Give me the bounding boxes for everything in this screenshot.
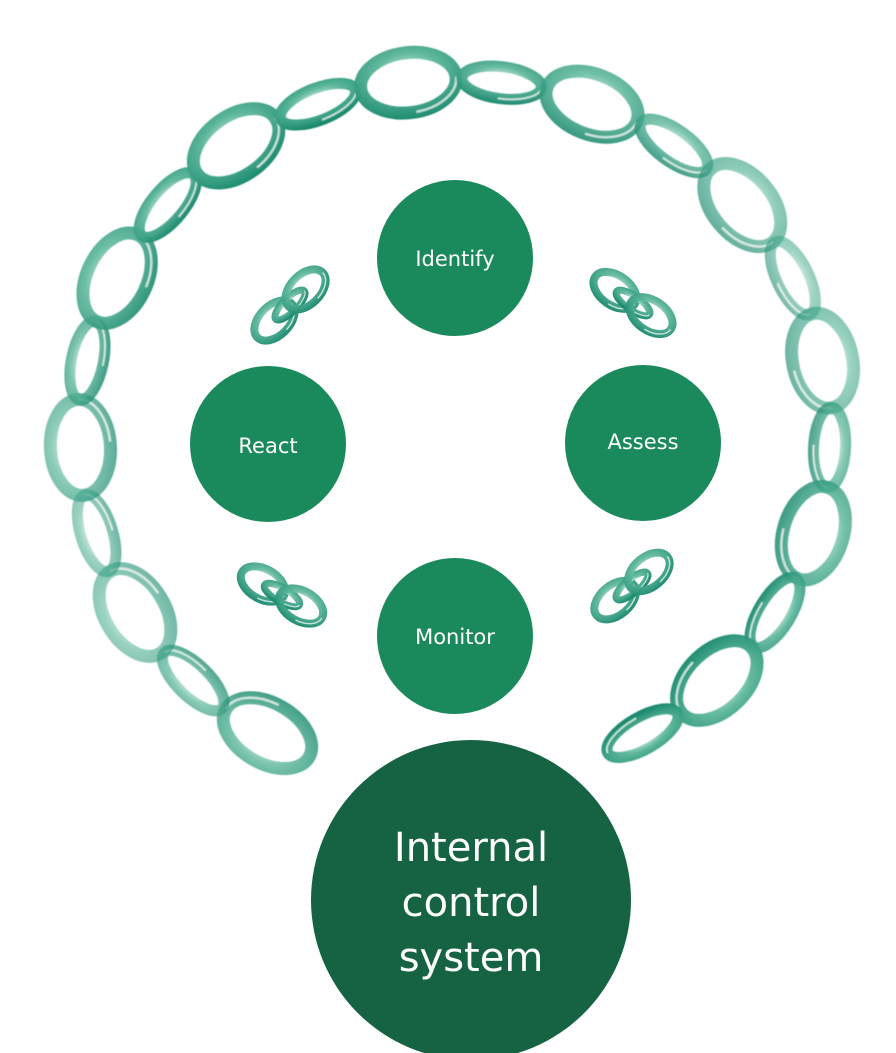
- node-assess-label: Assess: [607, 430, 678, 454]
- node-assess-circle: [565, 365, 721, 521]
- node-assess: Assess: [565, 365, 721, 521]
- node-react: React: [190, 366, 346, 522]
- center-node-circle: [311, 740, 631, 1053]
- inner-chain-links: [236, 265, 677, 628]
- chain-link-icon: [774, 479, 852, 587]
- node-monitor: Monitor: [377, 558, 533, 714]
- center-line-1: Internal: [394, 825, 548, 871]
- node-monitor-label: Monitor: [415, 625, 495, 649]
- chain-link-icon: [43, 392, 118, 502]
- chain-link-icon: [186, 102, 286, 190]
- node-monitor-circle: [377, 558, 533, 714]
- node-identify-label: Identify: [415, 247, 494, 271]
- chain-link-icon: [807, 401, 852, 493]
- node-react-label: React: [238, 434, 297, 458]
- center-line-3: system: [399, 935, 544, 981]
- chain-link-icon: [625, 293, 677, 339]
- chain-link-icon: [274, 77, 362, 131]
- chain-link-icon: [71, 489, 122, 578]
- chain-link-icon: [601, 703, 684, 763]
- node-react-circle: [190, 366, 346, 522]
- chain-link-icon: [785, 306, 860, 415]
- chain-link-icon: [64, 315, 111, 406]
- chain-link-icon: [274, 584, 328, 628]
- chain-link-icon: [456, 60, 547, 105]
- chain-link-icon: [281, 265, 330, 314]
- chain-link-icon: [539, 64, 645, 144]
- chain-link-icon: [354, 45, 463, 120]
- center-line-2: control: [402, 880, 541, 926]
- chain-link-icon: [624, 548, 674, 596]
- center-node: Internal control system: [311, 740, 631, 1053]
- node-identify-circle: [377, 180, 533, 336]
- outer-chain-ring: [43, 45, 860, 775]
- node-identify: Identify: [377, 180, 533, 336]
